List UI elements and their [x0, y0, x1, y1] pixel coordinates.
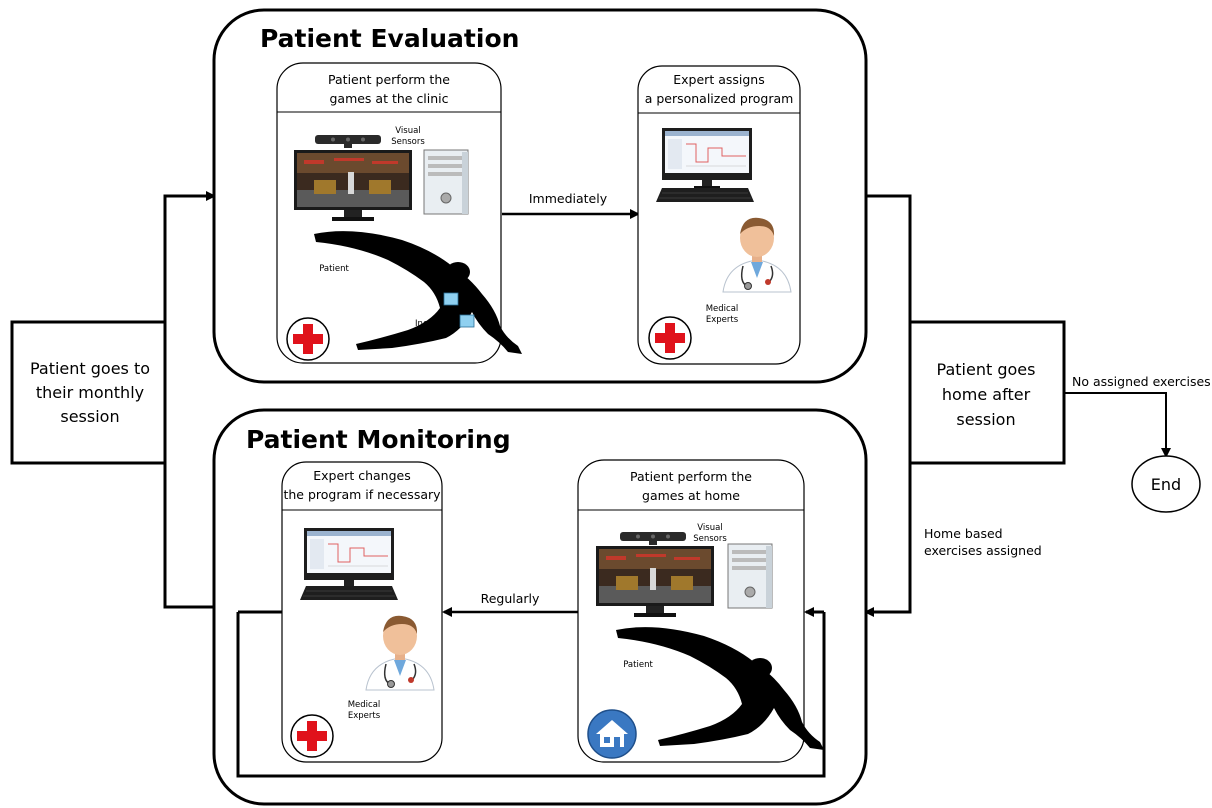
medical-label-2: Experts — [706, 315, 739, 325]
loop-arrow-right — [864, 194, 912, 617]
computer-icon — [423, 149, 469, 215]
card-expert-changes: Expert changes the program if necessary … — [281, 461, 443, 763]
medical-label-2: Experts — [348, 711, 381, 721]
left-side-box — [10, 320, 167, 465]
card-changes-title-2: the program if necessary — [283, 487, 441, 502]
inertial-label-2: Sensors — [413, 331, 447, 341]
right-side-line2: home after — [942, 385, 1031, 404]
red-cross-icon — [290, 714, 334, 758]
patient-label: Patient — [623, 660, 653, 670]
card-home-games: Patient perform the games at home Visual… — [577, 459, 824, 763]
card-changes-title-1: Expert changes — [313, 468, 410, 483]
computer-icon — [661, 127, 753, 190]
red-cross-icon — [286, 317, 330, 361]
no-assigned-label: No assigned exercises — [1072, 374, 1211, 389]
right-side-line3: session — [956, 410, 1015, 429]
home-loop-line — [236, 612, 826, 778]
visual-sensors-label-1: Visual — [395, 126, 420, 136]
computer-icon — [727, 543, 773, 609]
card-expert-assigns: Expert assigns a personalized program Me… — [637, 65, 801, 365]
home-based-line1: Home based — [924, 526, 1003, 541]
patient-label: Patient — [319, 264, 349, 274]
home-based-line2: exercises assigned — [924, 543, 1042, 558]
left-side-line1: Patient goes to — [30, 359, 150, 378]
inertial-sensor-icon — [443, 292, 459, 306]
card-home-title-1: Patient perform the — [630, 469, 752, 484]
evaluation-title: Patient Evaluation — [260, 24, 519, 53]
card-clinic-games: Patient perform the games at the clinic … — [276, 62, 522, 364]
computer-icon — [303, 527, 395, 590]
left-side-line3: session — [60, 407, 119, 426]
card-assigns-title-1: Expert assigns — [673, 72, 764, 87]
card-assigns-title-2: a personalized program — [645, 91, 794, 106]
card-clinic-title-2: games at the clinic — [329, 91, 448, 106]
end-label: End — [1151, 475, 1181, 494]
arrow-to-end — [1064, 392, 1171, 458]
right-side-box — [908, 320, 1066, 465]
inertial-sensor-icon — [459, 314, 475, 328]
card-home-title-2: games at home — [642, 488, 740, 503]
inertial-label-1: Inertial — [415, 319, 445, 329]
medical-label-1: Medical — [348, 700, 381, 710]
immediately-label: Immediately — [529, 191, 608, 206]
monitoring-title: Patient Monitoring — [246, 425, 511, 454]
right-side-line1: Patient goes — [937, 360, 1036, 379]
left-side-line2: their monthly — [36, 383, 144, 402]
keyboard-icon — [299, 585, 399, 601]
end-node — [1131, 455, 1201, 513]
visual-sensors-label-1: Visual — [697, 523, 722, 533]
visual-sensors-label-2: Sensors — [693, 534, 727, 544]
keyboard-icon — [655, 187, 755, 203]
visual-sensors-label-2: Sensors — [391, 137, 425, 147]
home-icon — [587, 709, 637, 759]
red-cross-icon — [648, 316, 692, 360]
medical-label-1: Medical — [706, 304, 739, 314]
card-clinic-title-1: Patient perform the — [328, 72, 450, 87]
regularly-label: Regularly — [481, 591, 540, 606]
loop-arrow-left — [163, 191, 216, 609]
